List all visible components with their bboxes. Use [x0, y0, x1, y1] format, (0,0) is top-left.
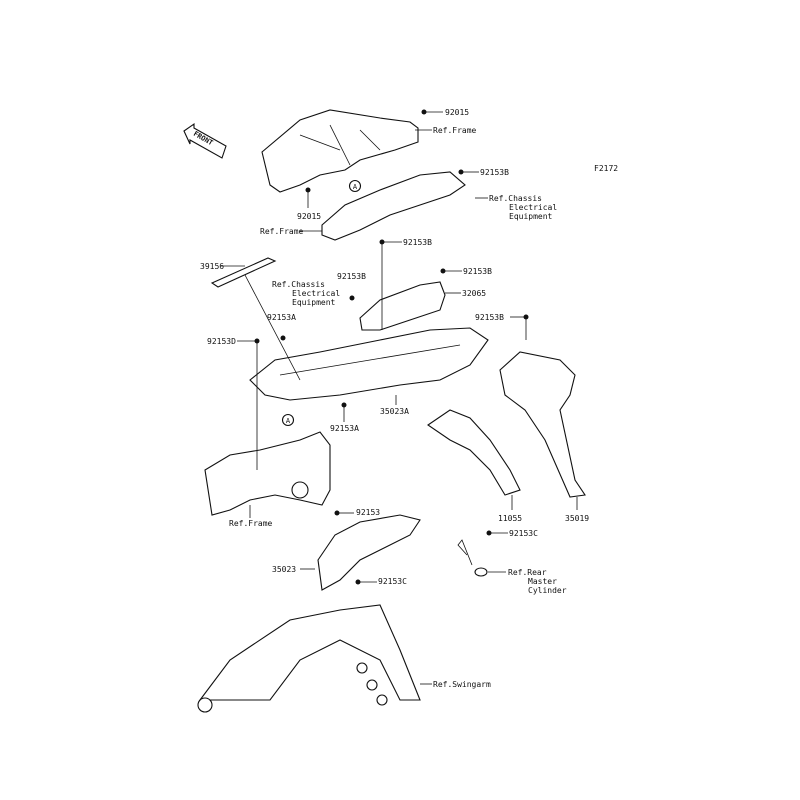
label-ref-rear-master-cylinder[interactable]: Master — [528, 577, 557, 586]
part-32065 — [359, 281, 446, 331]
part-35019 — [499, 351, 586, 498]
label-ref-chassis[interactable]: Electrical — [509, 203, 557, 212]
svg-text:A: A — [353, 183, 358, 191]
label-92153b[interactable]: 92153B — [403, 238, 432, 247]
label-35023a[interactable]: 35023A — [380, 407, 409, 416]
frame-upper — [261, 109, 419, 193]
label-92153d[interactable]: 92153D — [207, 337, 236, 346]
label-ref-chassis[interactable]: Equipment — [509, 212, 553, 221]
part-11055 — [427, 409, 521, 496]
label-92153b[interactable]: 92153B — [337, 272, 366, 281]
frame-subframe — [321, 171, 466, 241]
swingarm — [197, 604, 421, 713]
label-92015[interactable]: 92015 — [297, 212, 321, 221]
part-35023A — [249, 327, 489, 401]
label-92153a[interactable]: 92153A — [330, 424, 359, 433]
rear-master-cylinder-clip — [457, 539, 488, 577]
label-ref-frame[interactable]: Ref.Frame — [260, 227, 304, 236]
ref-circle-a-bottom: A — [281, 413, 295, 427]
label-92153[interactable]: 92153 — [356, 508, 380, 517]
label-ref-chassis[interactable]: Ref.Chassis — [489, 194, 542, 203]
label-92153a[interactable]: 92153A — [267, 313, 296, 322]
label-35019[interactable]: 35019 — [565, 514, 589, 523]
label-92015[interactable]: 92015 — [445, 108, 469, 117]
label-ref-frame[interactable]: Ref.Frame — [433, 126, 477, 135]
label-11055[interactable]: 11055 — [498, 514, 522, 523]
label-92153b[interactable]: 92153B — [463, 267, 492, 276]
front-arrow-icon: FRONT — [183, 122, 227, 159]
label-92153c[interactable]: 92153C — [378, 577, 407, 586]
label-ref-frame[interactable]: Ref.Frame — [229, 519, 273, 528]
frame-lower — [204, 431, 331, 516]
label-32065[interactable]: 32065 — [462, 289, 486, 298]
part-35023 — [317, 514, 421, 591]
label-ref-swingarm[interactable]: Ref.Swingarm — [433, 680, 491, 689]
ref-circle-a-top: A — [348, 179, 362, 193]
label-ref-chassis[interactable]: Equipment — [292, 298, 336, 307]
label-92153c[interactable]: 92153C — [509, 529, 538, 538]
label-ref-rear-master-cylinder[interactable]: Cylinder — [528, 586, 567, 595]
part-39156-sheet — [210, 257, 277, 288]
label-35023[interactable]: 35023 — [272, 565, 296, 574]
leader-lines — [220, 109, 578, 685]
label-92153b[interactable]: 92153B — [480, 168, 509, 177]
svg-text:A: A — [286, 417, 291, 425]
figure-id: F2172 — [594, 164, 618, 173]
label-ref-chassis[interactable]: Ref.Chassis — [272, 280, 325, 289]
label-ref-chassis[interactable]: Electrical — [292, 289, 340, 298]
label-92153b[interactable]: 92153B — [475, 313, 504, 322]
label-ref-rear-master-cylinder[interactable]: Ref.Rear — [508, 568, 547, 577]
label-39156[interactable]: 39156 — [200, 262, 224, 271]
